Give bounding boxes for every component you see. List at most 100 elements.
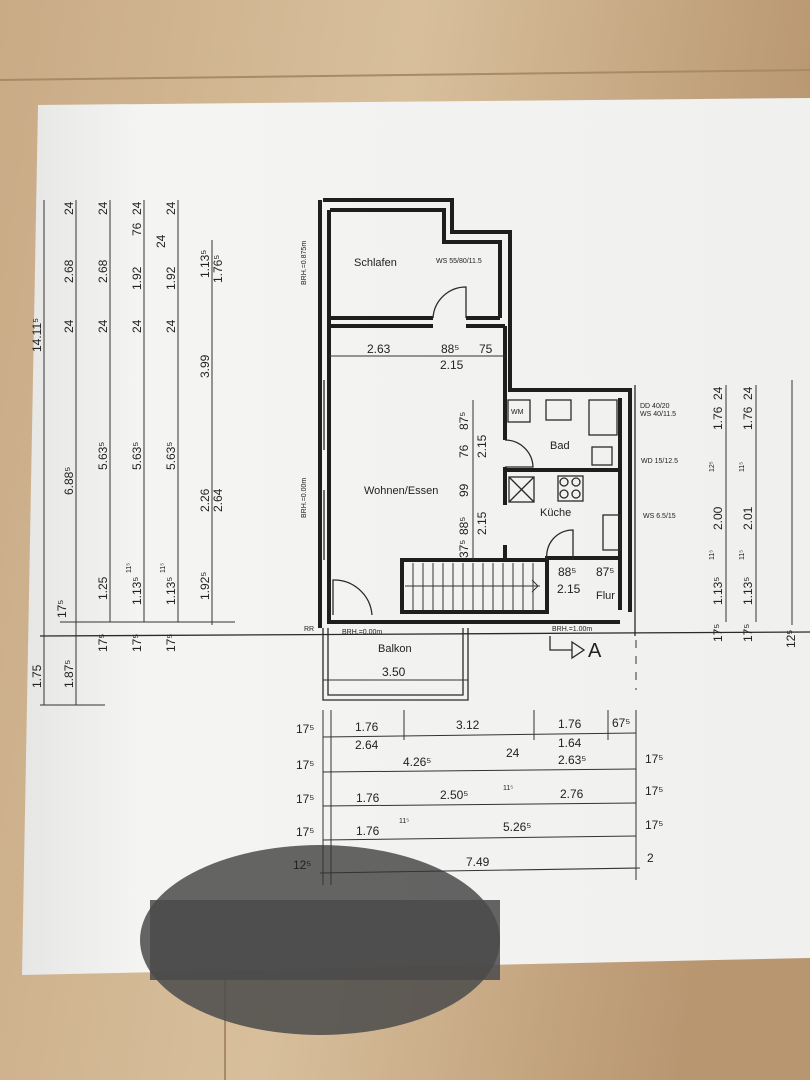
doors <box>332 286 574 616</box>
dim-text: 1.64 <box>558 736 582 750</box>
dim-text: 17⁵ <box>296 792 314 806</box>
dim-text: 12⁵ <box>784 630 798 648</box>
dim-text: 17⁵ <box>96 634 110 652</box>
dim-text: 11⁵ <box>503 785 513 792</box>
dim-text: 2.63 <box>367 342 391 356</box>
dim-text: 1.76 <box>356 824 380 838</box>
dim-text: 2.64 <box>211 488 225 512</box>
dim-text: 88⁵ <box>457 517 471 535</box>
dim-text: 11⁵ <box>126 563 133 573</box>
left-dimension-labels: 1.75 14.11⁵ 1.87⁵ 6.88⁵ 24 2.68 24 17⁵ 1… <box>30 201 225 688</box>
dim-text: 87⁵ <box>596 565 614 579</box>
section-line <box>39 631 810 637</box>
ws-bad: WS 40/11.5 <box>640 411 676 418</box>
dim-text: 1.13⁵ <box>741 577 755 605</box>
ws-schlafen: WS 55/80/11.5 <box>436 258 482 265</box>
dim-text: 5.63⁵ <box>96 442 110 470</box>
inner-dimensions: 2.63 88⁵ 75 2.15 87⁵ 76 2.15 99 88⁵ 2.15… <box>323 342 614 681</box>
right-dimensions <box>725 380 793 625</box>
dim-text: 2.68 <box>96 259 110 283</box>
dim-text: 17⁵ <box>130 634 144 652</box>
bottom-dimensions <box>319 710 641 885</box>
dim-text: 5.63⁵ <box>130 442 144 470</box>
dim-text: 17⁵ <box>296 825 314 839</box>
rr-label: RR <box>304 626 314 633</box>
dim-text: 1.75 <box>30 664 44 688</box>
dim-text: 24 <box>154 234 168 248</box>
dim-text: 24 <box>506 746 520 760</box>
dim-text: 24 <box>130 201 144 215</box>
ws-kueche: WS 6.5/15 <box>643 513 676 520</box>
dim-text: 2.64 <box>355 738 379 752</box>
dim-text: 1.76 <box>355 720 379 734</box>
dim-text: 24 <box>711 386 725 400</box>
dim-text: 14.11⁵ <box>30 318 44 352</box>
dim-text: 4.26⁵ <box>403 755 431 769</box>
dim-text: 11⁵ <box>709 550 716 560</box>
dim-text: 11⁵ <box>739 462 746 472</box>
section-marker <box>549 636 572 651</box>
section-arrow-icon <box>571 640 586 660</box>
room-balkon: Balkon <box>378 643 412 655</box>
dim-text: 17⁵ <box>645 784 663 798</box>
dim-text: 76 <box>457 444 471 458</box>
dim-text: 17⁵ <box>55 600 69 618</box>
dim-text: 1.76 <box>558 717 582 731</box>
wood-seam <box>0 69 810 81</box>
fixtures <box>507 399 621 551</box>
room-bad: Bad <box>550 440 570 452</box>
dim-text: 11⁵ <box>160 563 167 573</box>
dim-text: 1.13⁵ <box>711 577 725 605</box>
room-labels: Schlafen Wohnen/Essen Bad Küche Flur Bal… <box>354 257 615 655</box>
dim-text: 5.26⁵ <box>503 820 531 834</box>
dim-text: 2.15 <box>557 582 581 596</box>
dim-text: 1.87⁵ <box>62 660 76 688</box>
dim-text: 88⁵ <box>441 342 459 356</box>
dim-text: 24 <box>62 319 76 333</box>
dim-text: 2.15 <box>475 434 489 458</box>
dim-text: 1.25 <box>96 576 110 600</box>
room-wohnen-essen: Wohnen/Essen <box>364 485 438 497</box>
dim-text: 6.88⁵ <box>62 467 76 495</box>
wd-label: WD 15/12.5 <box>641 458 678 465</box>
dim-text: 37⁵ <box>457 540 471 558</box>
dim-text: 24 <box>164 319 178 333</box>
room-flur: Flur <box>596 590 615 602</box>
brh-schlafen: BRH.=0.875m <box>301 241 308 285</box>
dd-label: DD 40/20 <box>640 403 670 410</box>
stairs <box>405 563 540 610</box>
dim-text: 17⁵ <box>645 818 663 832</box>
dim-text: 1.13⁵ <box>164 577 178 605</box>
dim-text: 1.92⁵ <box>198 572 212 600</box>
bottom-dimension-labels: 17⁵ 1.76 2.64 3.12 1.76 1.64 67⁵ 17⁵ 4.2… <box>293 716 663 872</box>
dim-text: 2.15 <box>440 358 464 372</box>
dim-text: 24 <box>62 201 76 215</box>
dim-text: 12⁵ <box>709 461 716 472</box>
dim-text: 1.76 <box>711 406 725 430</box>
brh-balkon: BRH.=0.00m <box>342 629 382 636</box>
dim-text: 24 <box>164 201 178 215</box>
dim-text: 11⁵ <box>399 818 409 825</box>
dim-text: 75 <box>479 342 493 356</box>
room-schlafen: Schlafen <box>354 257 397 269</box>
dim-text: 2.15 <box>475 511 489 535</box>
dim-text: 5.63⁵ <box>164 442 178 470</box>
dim-text: 17⁵ <box>164 634 178 652</box>
dim-text: 24 <box>96 319 110 333</box>
dim-text: 7.49 <box>466 855 490 869</box>
balcony <box>322 628 469 701</box>
dim-text: 1.13⁵ <box>130 577 144 605</box>
dim-text: 17⁵ <box>296 758 314 772</box>
paper-sheet <box>22 98 810 975</box>
dim-text: 1.76 <box>356 791 380 805</box>
annotations: BRH.=0.875m BRH.=0.00m BRH.=0.00m BRH.=1… <box>301 241 678 636</box>
brh-wohnen: BRH.=0.00m <box>301 478 308 518</box>
room-kueche: Küche <box>540 507 571 519</box>
dim-text: 2.68 <box>62 259 76 283</box>
dim-text: 67⁵ <box>612 716 630 730</box>
dim-text: 2.26 <box>198 488 212 512</box>
shadow <box>150 900 500 980</box>
dim-text: 1.76⁵ <box>211 255 225 283</box>
dim-text: 1.13⁵ <box>198 250 212 278</box>
